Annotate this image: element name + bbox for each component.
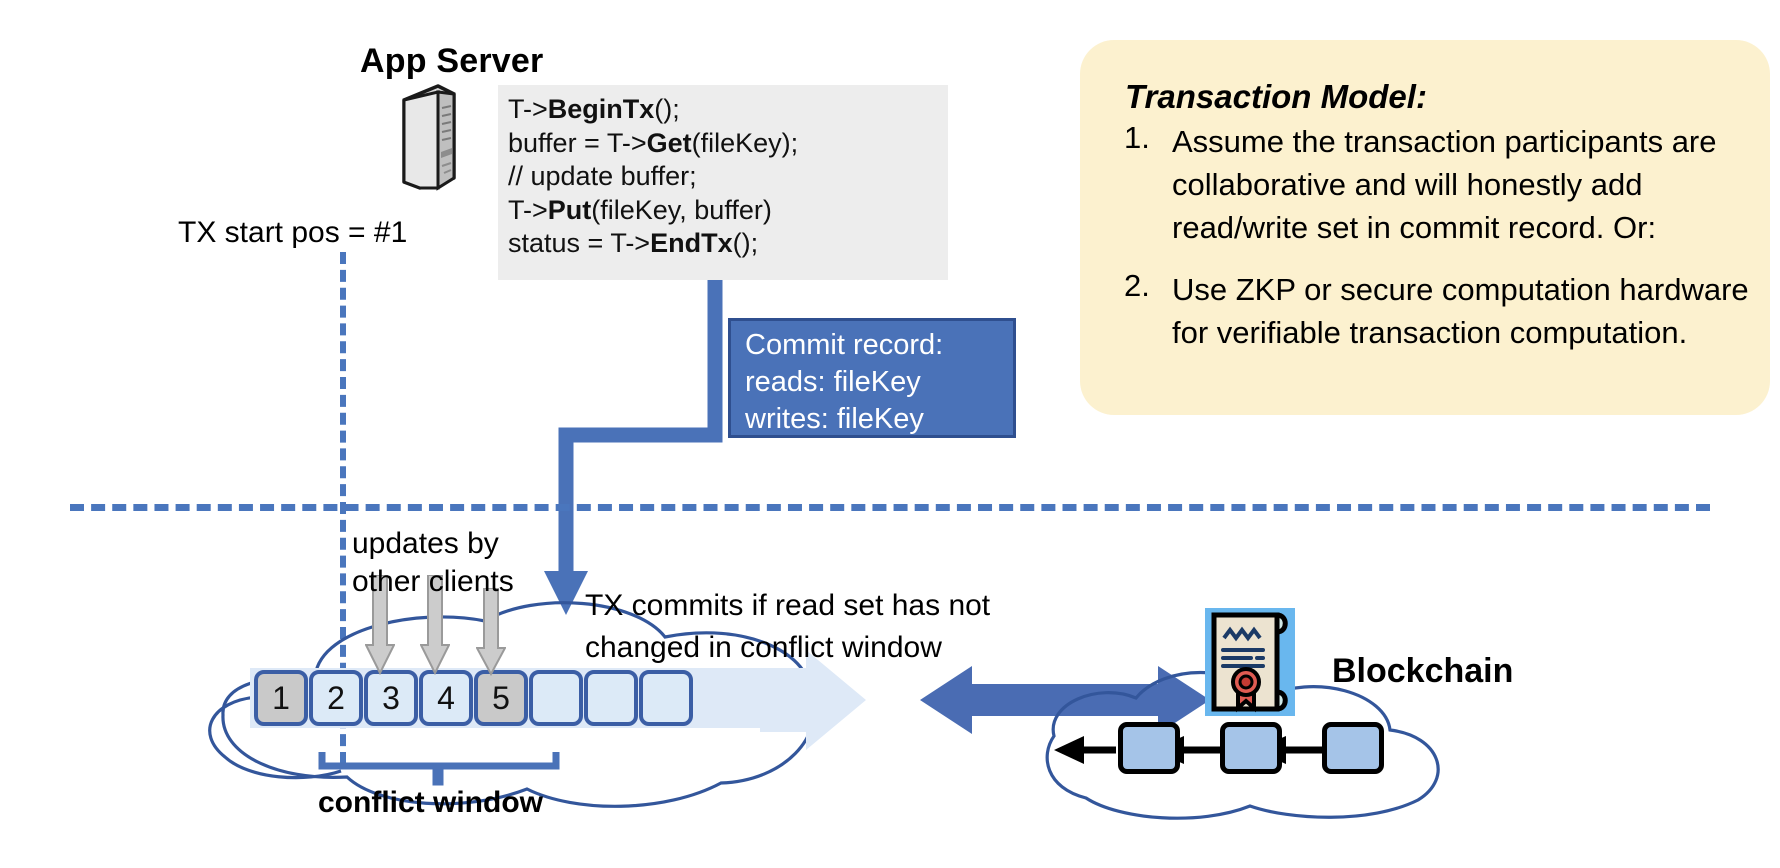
transaction-model-item-1-text: Assume the transaction participants are … [1172,124,1717,245]
log-slot-2[interactable]: 2 [309,670,363,726]
blockchain-label: Blockchain [1332,652,1514,690]
log-slot-8[interactable] [639,670,693,726]
log-slot-1-value: 1 [272,679,290,716]
commit-record-box: Commit record: reads: fileKey writes: fi… [728,318,1016,438]
server-tower-icon [398,82,460,192]
log-slot-3-value: 3 [382,679,400,716]
blockchain-block-1[interactable] [1118,722,1180,774]
code-line-2: buffer = T->Get(fileKey); [508,127,799,158]
conflict-window-brace [318,752,568,786]
blockchain-block-3[interactable] [1322,722,1384,774]
commit-flow-arrow [500,275,800,625]
tx-start-pos-label: TX start pos = #1 [178,216,408,249]
app-server-title: App Server [360,42,544,80]
tx-commits-label: TX commits if read set has not changed i… [585,585,990,669]
code-line-3: // update buffer; [508,161,697,191]
tx-commits-label-line-2: changed in conflict window [585,631,942,664]
log-slot-3[interactable]: 3 [364,670,418,726]
blockchain-block-2[interactable] [1220,722,1282,774]
log-direction-arrow [760,650,870,750]
log-slot-2-value: 2 [327,679,345,716]
commit-record-line-3: writes: fileKey [745,403,924,435]
code-line-5: status = T->EndTx(); [508,228,759,258]
update-arrow-3 [475,587,507,677]
update-arrow-1 [364,574,396,676]
trust-boundary-divider [70,504,1710,511]
transaction-model-title: Transaction Model: [1125,78,1427,115]
conflict-window-label: conflict window [318,786,543,819]
log-slot-6[interactable] [529,670,583,726]
code-line-1: T->BeginTx(); [508,94,680,124]
code-line-4: T->Put(fileKey, buffer) [508,194,772,225]
sync-double-arrow [920,660,1210,740]
tx-commits-label-line-1: TX commits if read set has not [585,589,991,622]
log-slot-5[interactable]: 5 [474,670,528,726]
commit-record-line-1: Commit record: [745,329,944,361]
commit-record-line-2: reads: fileKey [745,366,921,398]
log-slot-4[interactable]: 4 [419,670,473,726]
updates-by-other-clients-label: updates by other clients [352,525,514,601]
updates-label-line-2: other clients [352,565,514,598]
update-arrow-2 [419,574,451,676]
transaction-model-card [1080,40,1770,415]
transaction-model-item-1-number: 1. [1124,120,1150,155]
blockchain-cloud [1040,660,1460,820]
log-slot-5-value: 5 [492,679,510,716]
log-slot-1[interactable]: 1 [254,670,308,726]
log-slot-4-value: 4 [437,679,455,716]
log-slot-7[interactable] [584,670,638,726]
updates-label-line-1: updates by [352,527,499,560]
storage-cloud [165,585,845,815]
certificate-seal-icon [1205,608,1295,716]
transaction-model-item-2-number: 2. [1124,268,1150,303]
transaction-model-item-2-text: Use ZKP or secure computation hardware f… [1172,272,1749,350]
code-block: T->BeginTx(); buffer = T->Get(fileKey); … [498,85,948,280]
